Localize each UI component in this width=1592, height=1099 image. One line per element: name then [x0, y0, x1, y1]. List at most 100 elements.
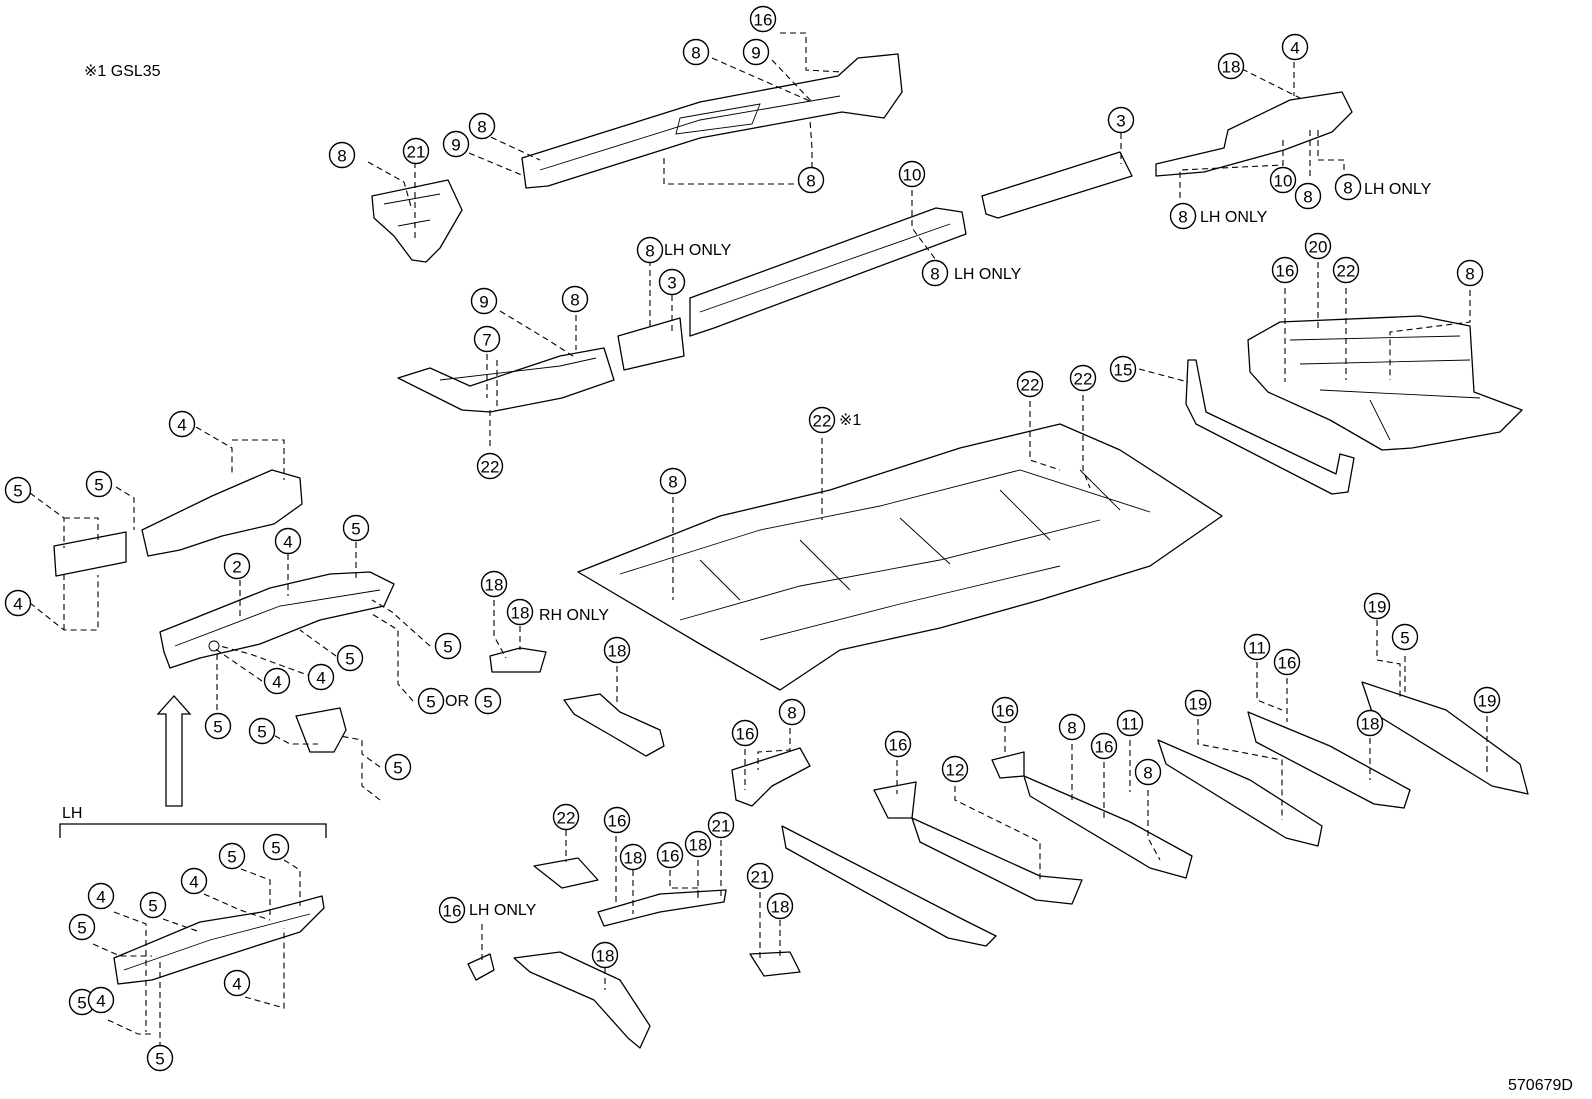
callout-number: 5 — [77, 994, 86, 1013]
part-bracket-21-18 — [749, 951, 801, 977]
callout-number: 15 — [1114, 361, 1133, 380]
callout-number: 16 — [996, 702, 1015, 721]
callout-8: 8 — [468, 112, 496, 140]
callout-number: 16 — [754, 11, 773, 30]
callout-number: 9 — [451, 136, 460, 155]
part-rail-18-bottom — [513, 951, 651, 1049]
callout-12: 12 — [941, 755, 969, 783]
callout-number: 5 — [257, 723, 266, 742]
callout-number: 18 — [596, 947, 615, 966]
callout-15: 15 — [1109, 355, 1137, 383]
part-rear-cross-8 — [1185, 359, 1355, 495]
callout-19: 19 — [1473, 686, 1501, 714]
callout-21: 21 — [746, 862, 774, 890]
callout-number: 9 — [479, 293, 488, 312]
callout-5: 5 — [417, 687, 445, 715]
note-star1: ※1 — [839, 412, 861, 429]
note-lh-only: LH ONLY — [469, 902, 537, 919]
callout-number: 4 — [96, 992, 105, 1011]
callout-5: 5 — [4, 476, 32, 504]
part-bracket-21 — [371, 179, 463, 263]
part-bracket-16-lh — [467, 953, 495, 981]
callout-5: 5 — [474, 687, 502, 715]
part-plate-22 — [533, 857, 599, 889]
callout-number: 22 — [1021, 376, 1040, 395]
callout-number: 5 — [483, 693, 492, 712]
callout-number: 8 — [787, 704, 796, 723]
callout-number: 2 — [232, 558, 241, 577]
part-bracket-18-rh — [489, 647, 547, 673]
callout-number: 3 — [667, 274, 676, 293]
callout-number: 5 — [426, 693, 435, 712]
callout-22: 22 — [476, 452, 504, 480]
callout-number: 5 — [94, 476, 103, 495]
callout-number: 8 — [477, 118, 486, 137]
callout-16: 16 — [438, 896, 466, 924]
callout-5: 5 — [204, 712, 232, 740]
callout-8: 8 — [636, 236, 664, 264]
callout-number: 16 — [1278, 654, 1297, 673]
callout-number: 3 — [1116, 112, 1125, 131]
part-cross-member-19 — [1157, 739, 1323, 847]
part-rail-3 — [981, 151, 1133, 219]
callout-5: 5 — [139, 891, 167, 919]
callout-8: 8 — [921, 259, 949, 287]
callout-number: 18 — [1361, 715, 1380, 734]
note-lh-only: LH ONLY — [1364, 181, 1432, 198]
callout-number: 7 — [482, 331, 491, 350]
callout-22: 22 — [808, 406, 836, 434]
callout-16: 16 — [603, 806, 631, 834]
callout-number: 4 — [13, 595, 22, 614]
callout-4: 4 — [223, 969, 251, 997]
callout-16: 16 — [749, 5, 777, 33]
callout-number: 22 — [1337, 262, 1356, 281]
callout-number: 9 — [751, 44, 760, 63]
callout-19: 19 — [1184, 689, 1212, 717]
callout-18: 18 — [480, 570, 508, 598]
callout-number: 22 — [813, 412, 832, 431]
note-or: OR — [445, 693, 469, 710]
callout-number: 4 — [1290, 39, 1299, 58]
callout-22: 22 — [1332, 256, 1360, 284]
part-rear-floor-pan — [1247, 315, 1523, 451]
note-lh-only: LH ONLY — [1200, 209, 1268, 226]
callout-number: 18 — [689, 836, 708, 855]
callout-5: 5 — [1391, 623, 1419, 651]
callout-number: 16 — [889, 736, 908, 755]
callout-8: 8 — [778, 698, 806, 726]
callout-9: 9 — [470, 287, 498, 315]
section-label-lh: LH — [62, 805, 82, 822]
callout-10: 10 — [1269, 166, 1297, 194]
callout-5: 5 — [342, 514, 370, 542]
callout-number: 8 — [691, 44, 700, 63]
callout-22: 22 — [1069, 364, 1097, 392]
callout-number: 11 — [1248, 639, 1266, 658]
callout-4: 4 — [4, 589, 32, 617]
callout-5: 5 — [262, 833, 290, 861]
callout-9: 9 — [442, 130, 470, 158]
callout-8: 8 — [1294, 182, 1322, 210]
callout-number: 5 — [77, 919, 86, 938]
callout-number: 8 — [668, 473, 677, 492]
part-bracket-18 — [563, 693, 665, 757]
callout-number: 16 — [736, 725, 755, 744]
callout-22: 22 — [552, 803, 580, 831]
callout-8: 8 — [328, 141, 356, 169]
callout-number: 8 — [806, 172, 815, 191]
callout-number: 22 — [481, 458, 500, 477]
callout-5: 5 — [434, 632, 462, 660]
callout-number: 18 — [1222, 58, 1241, 77]
callout-5: 5 — [248, 717, 276, 745]
callout-4: 4 — [87, 882, 115, 910]
part-floor-pan — [577, 423, 1223, 691]
callout-number: 4 — [177, 416, 186, 435]
callout-4: 4 — [307, 663, 335, 691]
callout-number: 5 — [155, 1050, 164, 1069]
callout-number: 19 — [1368, 598, 1387, 617]
callout-number: 21 — [407, 143, 426, 162]
leader-lines — [29, 32, 1488, 1048]
callout-number: 10 — [903, 166, 922, 185]
part-plate-8 — [617, 317, 685, 371]
callout-8: 8 — [1456, 259, 1484, 287]
callout-number: 5 — [443, 638, 452, 657]
